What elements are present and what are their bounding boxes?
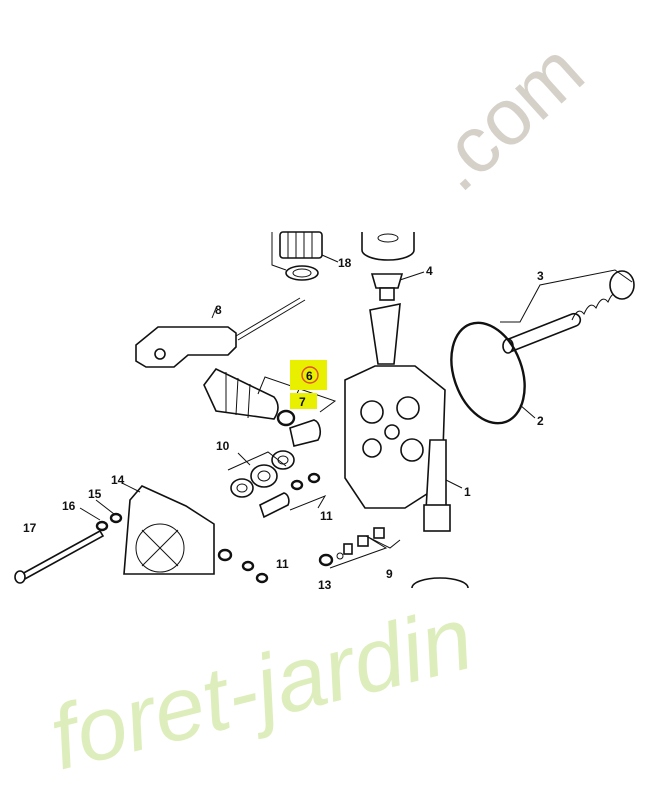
part-8-switch bbox=[135, 297, 306, 368]
label-3: 3 bbox=[537, 269, 544, 283]
part-drawings bbox=[14, 231, 635, 589]
selected-circle-6 bbox=[301, 366, 319, 384]
label-16: 16 bbox=[62, 499, 76, 513]
part-4-valve bbox=[370, 271, 425, 301]
highlight-7 bbox=[290, 393, 317, 409]
label-1: 1 bbox=[464, 485, 471, 499]
part-3-piston-spring bbox=[500, 269, 635, 354]
label-7: 7 bbox=[299, 395, 306, 409]
watermark-domain: .com bbox=[412, 25, 600, 207]
label-13: 13 bbox=[318, 578, 332, 592]
part-9-13-fittings bbox=[318, 527, 469, 589]
watermark-brand: foret-jardin bbox=[41, 588, 483, 789]
part-17-bolt bbox=[14, 499, 123, 584]
part-10-seals bbox=[227, 450, 295, 498]
label-2: 2 bbox=[537, 414, 544, 428]
part-11-valves bbox=[259, 472, 327, 519]
label-11b: 11 bbox=[276, 557, 289, 571]
highlight-6 bbox=[290, 360, 327, 390]
label-9: 9 bbox=[386, 567, 393, 581]
callout-labels: 18 4 3 8 6 7 2 10 14 1 15 16 11 17 11 9 … bbox=[23, 256, 544, 592]
label-15: 15 bbox=[88, 487, 102, 501]
label-17: 17 bbox=[23, 521, 37, 535]
part-top-ring bbox=[361, 232, 415, 261]
watermark: foret-jardin .com bbox=[41, 25, 601, 789]
part-6-unloader bbox=[203, 367, 337, 447]
label-4: 4 bbox=[426, 264, 433, 278]
label-10: 10 bbox=[216, 439, 230, 453]
label-18: 18 bbox=[338, 256, 352, 270]
part-14-crankcase bbox=[121, 482, 269, 584]
label-14: 14 bbox=[111, 473, 125, 487]
label-11a: 11 bbox=[320, 509, 333, 523]
label-6: 6 bbox=[306, 369, 313, 383]
part-18-cap bbox=[271, 231, 339, 281]
label-8: 8 bbox=[215, 303, 222, 317]
part-1-pump-head bbox=[344, 303, 536, 532]
